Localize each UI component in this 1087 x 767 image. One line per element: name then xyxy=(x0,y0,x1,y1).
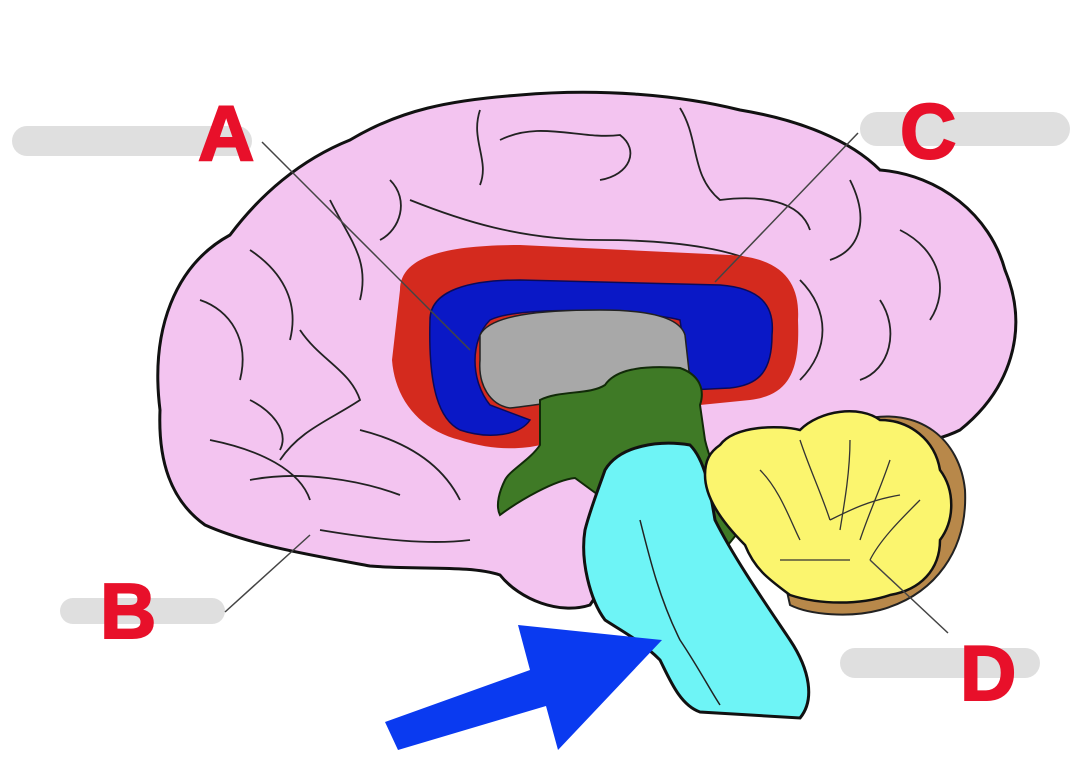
leader-line-b xyxy=(224,534,311,613)
leader-line-d xyxy=(869,559,949,634)
cerebellum-folia xyxy=(759,439,921,561)
label-b: B xyxy=(100,567,156,655)
brainstem xyxy=(582,441,811,720)
answer-blanks xyxy=(12,112,1070,678)
leader-line-c xyxy=(714,132,859,283)
cerebellum xyxy=(703,410,953,604)
brainstem-line xyxy=(639,519,721,706)
sulci-lines xyxy=(199,107,941,543)
answer-blank-a[interactable] xyxy=(12,126,252,156)
leader-line-a xyxy=(261,141,471,351)
label-a: A xyxy=(198,89,254,177)
answer-blank-d[interactable] xyxy=(840,648,1040,678)
label-c: C xyxy=(900,87,956,175)
answer-blank-b[interactable] xyxy=(60,598,225,624)
blue-arrow-icon xyxy=(385,625,662,750)
label-d: D xyxy=(960,629,1016,717)
leader-lines xyxy=(224,132,949,634)
answer-blank-c[interactable] xyxy=(860,112,1070,146)
